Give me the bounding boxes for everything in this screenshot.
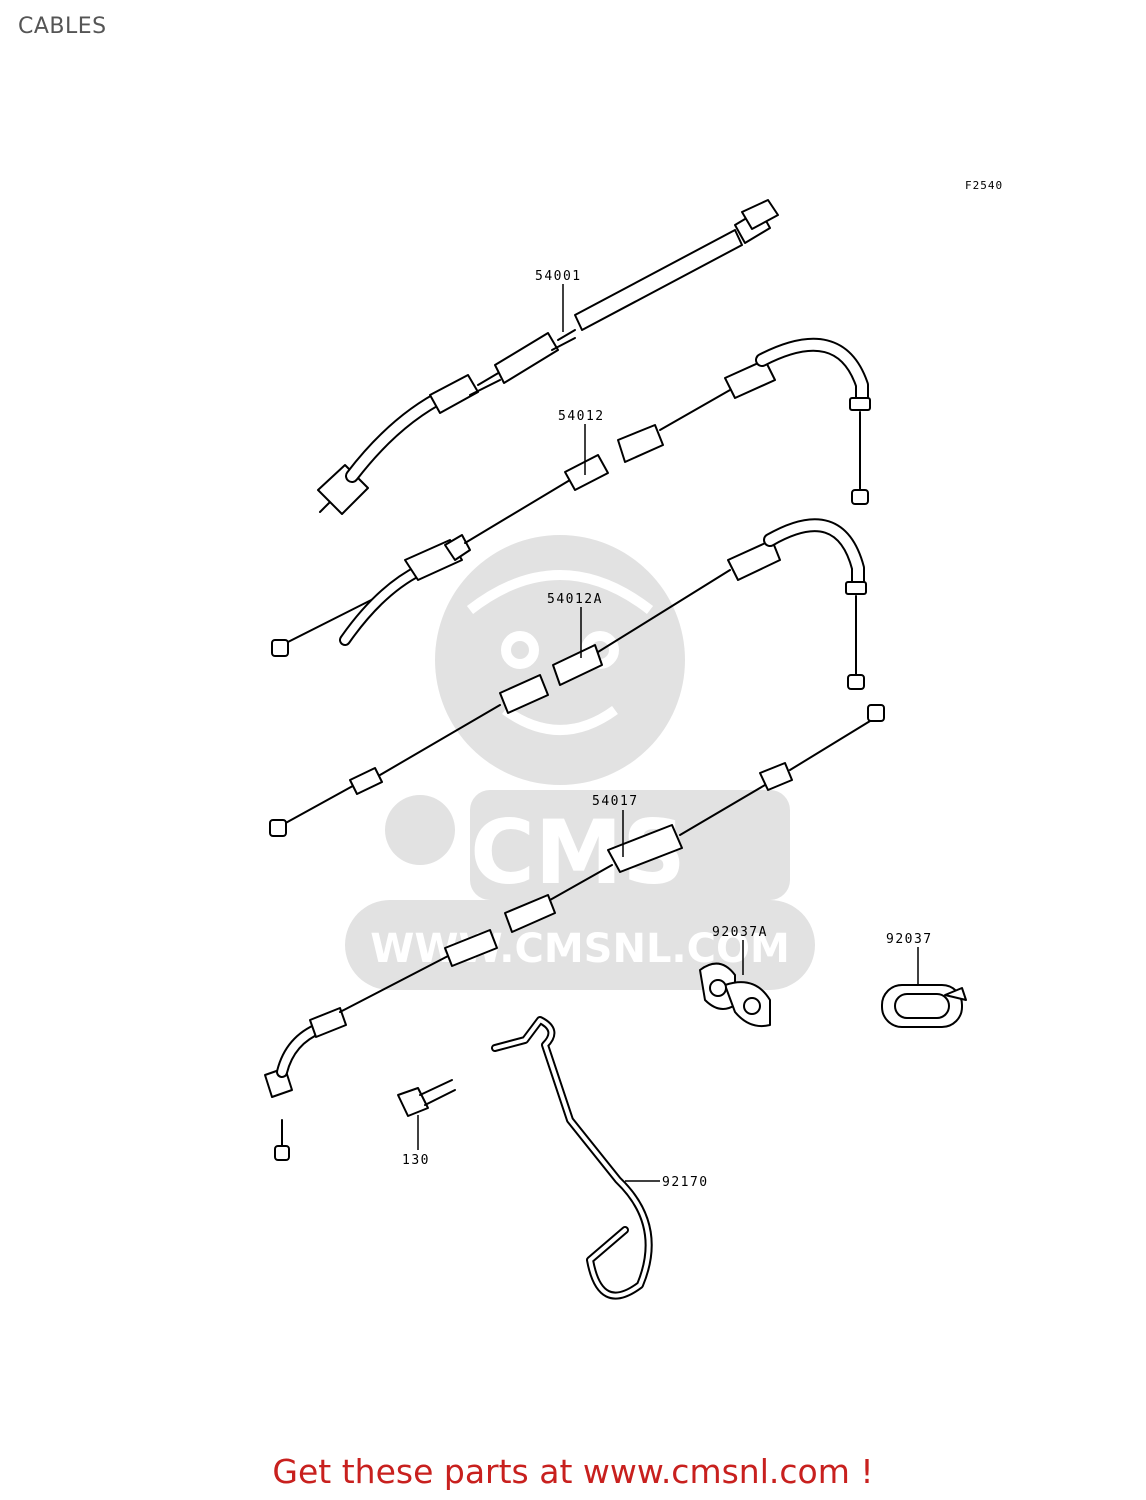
parts-diagram: CMS WWW.CMSNL.COM F2540	[264, 179, 1003, 1300]
callout-54012: 54012	[558, 409, 605, 424]
callout-54012A: 54012A	[547, 592, 603, 607]
figure-code: F2540	[965, 179, 1003, 192]
clamp-92037A	[699, 962, 771, 1028]
watermark-logo: CMS WWW.CMSNL.COM	[345, 535, 815, 990]
callout-54001: 54001	[535, 269, 582, 284]
callout-92037A: 92037A	[712, 925, 768, 940]
callout-130: 130	[402, 1153, 430, 1168]
cable-54012	[271, 337, 871, 657]
callout-92037: 92037	[886, 932, 933, 947]
callout-54017: 54017	[592, 794, 639, 809]
bolt-130	[397, 1079, 456, 1117]
leader-lines	[417, 284, 919, 1182]
cable-54001	[317, 199, 779, 515]
callout-92170: 92170	[662, 1175, 709, 1190]
footer-link[interactable]: Get these parts at www.cmsnl.com !	[272, 1452, 874, 1491]
cable-54017	[264, 704, 885, 1161]
page-title: CABLES	[18, 14, 107, 39]
guide-92170	[491, 1016, 653, 1300]
cable-54012A	[269, 518, 867, 837]
clamp-92037	[881, 984, 967, 1028]
